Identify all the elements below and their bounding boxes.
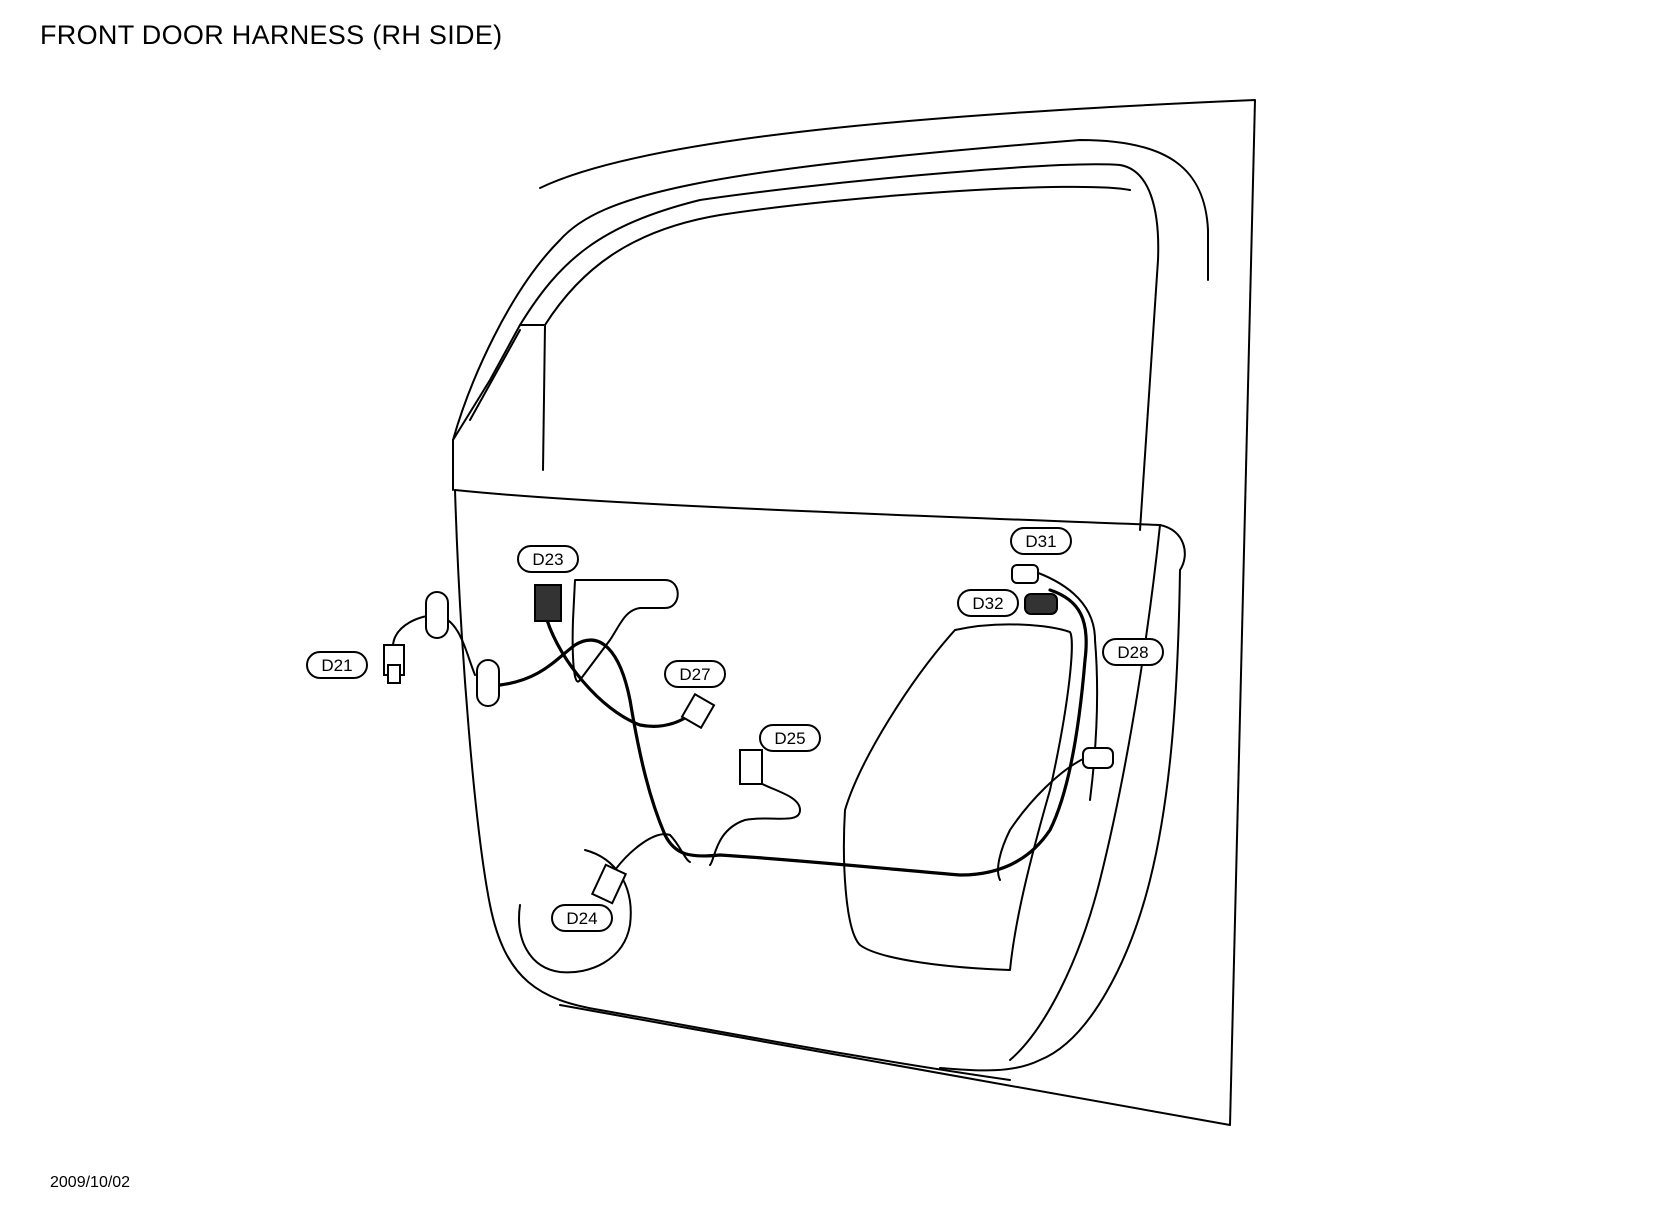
diagram-date: 2009/10/02 [50,1174,131,1191]
connector-d23-body [534,584,562,622]
wire-harness [392,569,1099,881]
connector-d32-body [1024,593,1058,615]
connector-d28-body [1082,747,1114,769]
svg-text:D24: D24 [566,909,597,928]
door-panel [452,99,1256,1126]
connector-d21-body [383,644,405,684]
connector-d24-body [590,863,628,905]
svg-text:D23: D23 [532,550,563,569]
connector-label-d24: D24 [551,904,613,932]
connector-label-d28: D28 [1102,638,1164,666]
svg-text:D32: D32 [972,594,1003,613]
connector-d31-body [1011,564,1039,584]
grommet-lower [476,659,500,707]
svg-text:D31: D31 [1025,532,1056,551]
connector-label-d23: D23 [517,545,579,573]
connector-label-d25: D25 [759,724,821,752]
connector-label-d31: D31 [1010,527,1072,555]
connector-d27-body [680,692,716,730]
svg-text:D28: D28 [1117,643,1148,662]
connector-label-d27: D27 [664,660,726,688]
diagram-title: FRONT DOOR HARNESS (RH SIDE) [40,20,503,50]
connector-label-d32: D32 [957,589,1019,617]
svg-text:D27: D27 [679,665,710,684]
connector-label-d21: D21 [306,651,368,679]
connector-d25-body [739,749,763,785]
svg-text:D25: D25 [774,729,805,748]
grommet-upper [425,591,449,639]
svg-text:D21: D21 [321,656,352,675]
